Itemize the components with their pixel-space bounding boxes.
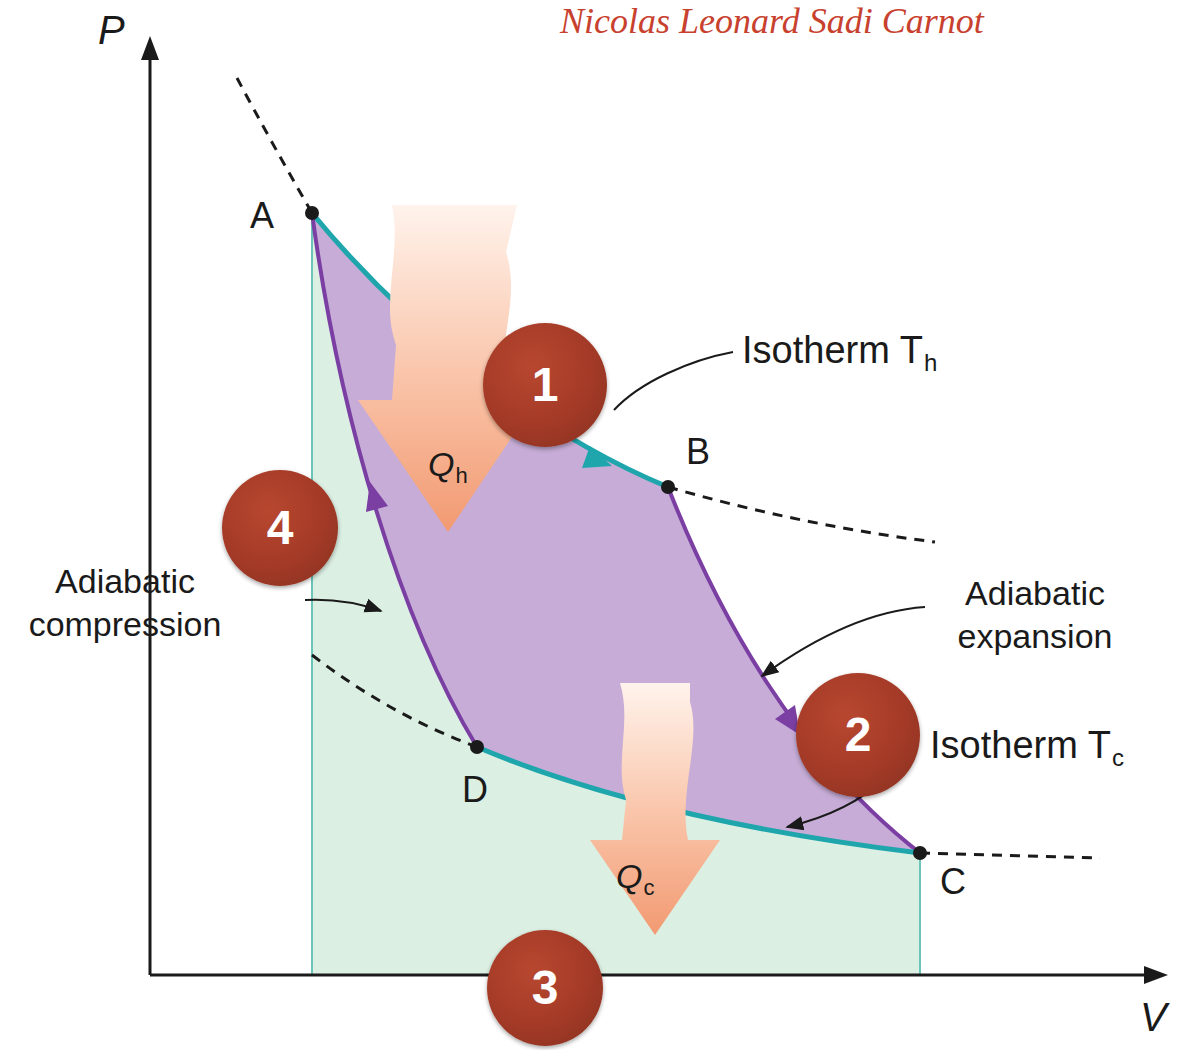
axis-label: P bbox=[98, 8, 125, 52]
callout-number: 3 bbox=[532, 964, 559, 1012]
callout-circle: 2 bbox=[796, 673, 920, 797]
direction-arrow bbox=[582, 446, 612, 468]
callout-number: 4 bbox=[267, 504, 294, 552]
axis-arrow bbox=[1144, 966, 1168, 984]
isotherm-dashed bbox=[668, 487, 935, 542]
isotherm-dashed bbox=[920, 853, 1100, 858]
process-label: Adiabatic compression bbox=[10, 560, 240, 645]
process-label: Adiabatic expansion bbox=[930, 572, 1140, 657]
adiabatic-expansion-curve bbox=[668, 487, 920, 853]
heat-out-arrow bbox=[590, 683, 720, 935]
callout-number: 1 bbox=[532, 361, 559, 409]
direction-arrow bbox=[366, 482, 388, 512]
state-point bbox=[305, 206, 319, 220]
leader-line bbox=[762, 607, 925, 676]
p-axis bbox=[149, 52, 152, 975]
point-label: D bbox=[462, 770, 488, 810]
callout-circle: 4 bbox=[222, 470, 338, 586]
isotherm-dashed bbox=[237, 78, 312, 213]
state-point bbox=[913, 846, 927, 860]
v-axis bbox=[150, 974, 1150, 977]
point-label: B bbox=[686, 432, 710, 472]
axis-label: V bbox=[1140, 995, 1167, 1039]
state-point bbox=[470, 740, 484, 754]
state-point bbox=[661, 480, 675, 494]
title-text: Nicolas Leonard Sadi Carnot bbox=[560, 2, 984, 42]
subscript: c bbox=[1112, 745, 1124, 771]
heat-label: Q bbox=[616, 858, 642, 895]
callout-number: 2 bbox=[845, 711, 872, 759]
heat-label: Q bbox=[428, 446, 454, 483]
leader-line bbox=[614, 352, 733, 410]
bound-line bbox=[919, 853, 921, 975]
callout-circle: 1 bbox=[483, 323, 607, 447]
isotherm-label: Isotherm T bbox=[742, 330, 923, 372]
subscript: c bbox=[643, 876, 654, 900]
subscript: h bbox=[924, 350, 937, 376]
callout-circle: 3 bbox=[487, 930, 603, 1046]
point-label: C bbox=[940, 862, 966, 902]
axis-arrow bbox=[141, 36, 159, 60]
bound-line bbox=[311, 213, 313, 975]
point-label: A bbox=[250, 196, 274, 236]
isotherm-label: Isotherm T bbox=[930, 725, 1111, 767]
leader-line bbox=[305, 600, 381, 611]
subscript: h bbox=[455, 464, 467, 488]
